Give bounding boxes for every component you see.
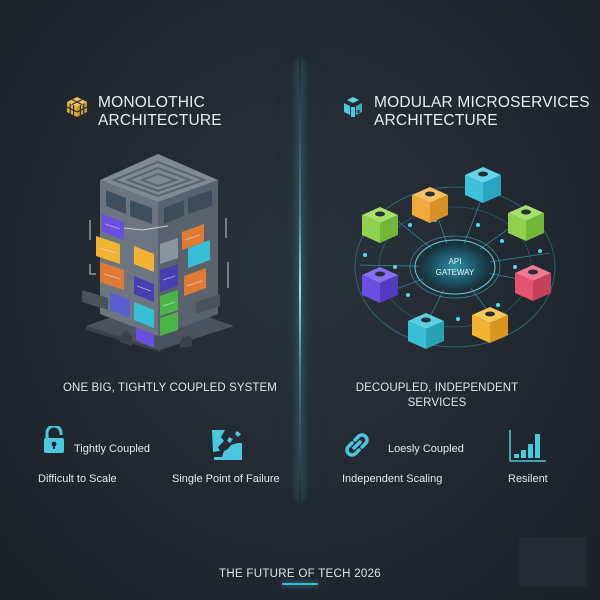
cube-grid-icon [66, 97, 88, 117]
unlocked-padlock-icon [44, 426, 64, 453]
gateway-label-1: API [449, 257, 462, 266]
bar-chart-icon [509, 430, 546, 462]
chain-link-icon [345, 433, 369, 457]
heading-line-1: MONOLOTHIC [98, 94, 206, 111]
monolithic-heading: MONOLOTHIC ARCHITECTURE [66, 94, 222, 130]
glowing-divider [299, 60, 301, 500]
tagline-line-2: SERVICES [407, 397, 467, 409]
tagline-line-1: DECOUPLED, INDEPENDENT [355, 382, 519, 394]
heading-line-2: ARCHITECTURE [98, 112, 222, 129]
microservices-network-illustration: API GATEWAY [354, 167, 556, 349]
microservices-heading: MODULAR MICROSERVICES ARCHITECTURE [342, 94, 590, 130]
service-cube [465, 167, 501, 203]
service-cube [508, 205, 544, 241]
service-cube [472, 307, 508, 343]
service-cube [515, 265, 551, 301]
feature-tightly-coupled: Tightly Coupled [74, 443, 151, 455]
footer-title: THE FUTURE OF TECH 2026 [219, 568, 381, 580]
monolith-tower-illustration [82, 154, 234, 352]
corner-panel [519, 537, 587, 587]
footer-underline [282, 583, 318, 585]
heading-line-2: ARCHITECTURE [374, 112, 498, 129]
service-cube [408, 313, 444, 349]
monolith-tagline: ONE BIG, TIGHTLY COUPLED SYSTEM [63, 382, 277, 394]
feature-difficult-to-scale: Difficult to Scale [38, 473, 117, 485]
feature-resilient: Resilent [508, 473, 548, 485]
gateway-label-2: GATEWAY [436, 268, 475, 277]
feature-independent-scaling: Independent Scaling [342, 473, 443, 485]
feature-loosely-coupled: Loesly Coupled [388, 443, 464, 455]
service-cube [412, 187, 448, 223]
service-cube [362, 207, 398, 243]
heading-line-1: MODULAR MICROSERVICES [374, 94, 590, 111]
feature-single-point-of-failure: Single Point of Failure [172, 473, 280, 485]
modular-cube-icon [344, 97, 362, 117]
shattered-block-icon [212, 430, 242, 460]
microservices-tagline: DECOUPLED, INDEPENDENT SERVICES [332, 381, 542, 411]
service-cube [362, 267, 398, 303]
